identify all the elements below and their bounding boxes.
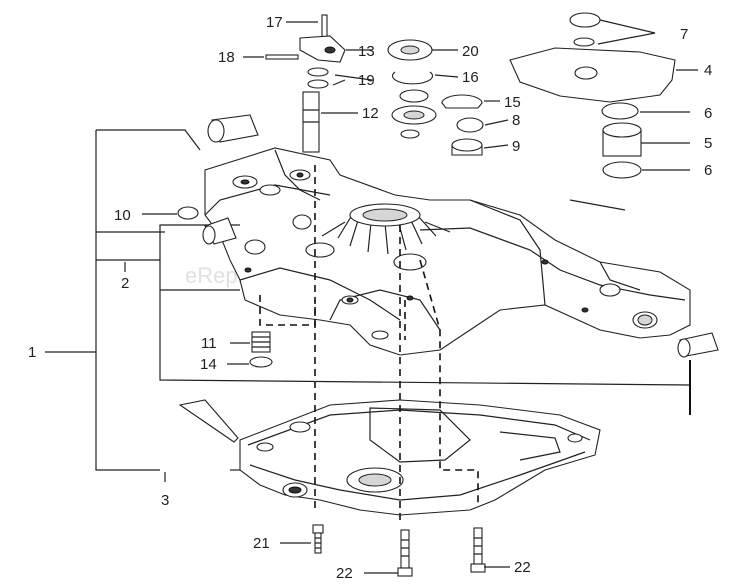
callout-3: 3 [161, 492, 169, 509]
callout-9: 9 [512, 138, 520, 155]
cap-plug [441, 94, 483, 109]
retaining-ring [391, 71, 434, 85]
callout-18: 18 [218, 49, 235, 66]
spacer [400, 129, 420, 139]
callout-15: 15 [504, 94, 521, 111]
callout-12: 12 [362, 105, 379, 122]
callout-21: 21 [253, 535, 270, 552]
callout-1: 1 [28, 344, 36, 361]
hose-clamp-top [601, 102, 639, 120]
leader-lines [142, 19, 698, 574]
callout-20: 20 [462, 43, 479, 60]
callout-4: 4 [704, 62, 712, 79]
callout-22-left: 22 [336, 565, 353, 582]
cap-gasket [573, 37, 595, 47]
washer-14 [249, 356, 273, 368]
callout-19: 19 [358, 72, 375, 89]
callout-7: 7 [680, 26, 688, 43]
bolt-22-right [470, 527, 486, 573]
seal [399, 89, 429, 103]
callout-8: 8 [512, 112, 520, 129]
spring-pin [265, 54, 299, 60]
upper-housing [204, 147, 691, 356]
callout-22-right: 22 [514, 559, 531, 576]
bolt-21 [312, 524, 324, 554]
callout-14: 14 [200, 356, 217, 373]
bracket-lines [45, 129, 691, 482]
bolt-22-left [397, 529, 413, 577]
callout-16: 16 [462, 69, 479, 86]
washer-top [307, 67, 329, 77]
callout-17: 17 [266, 14, 283, 31]
callout-10: 10 [114, 207, 131, 224]
dipstick [178, 399, 239, 443]
callout-11: 11 [201, 335, 217, 352]
hose-clamp-bottom [602, 161, 642, 179]
spring [251, 331, 271, 353]
cap-small [456, 117, 484, 133]
callout-5: 5 [704, 135, 712, 152]
assembly-guides [259, 165, 479, 520]
callout-6-top: 6 [704, 105, 712, 122]
callout-13: 13 [358, 43, 375, 60]
control-arm [299, 35, 346, 63]
callout-labels: 17 18 13 19 12 20 16 15 8 9 7 4 6 5 6 10… [28, 14, 712, 582]
seal-ring [177, 206, 199, 220]
reservoir-cap [569, 12, 601, 28]
callout-6-bottom: 6 [704, 162, 712, 179]
lower-housing [239, 399, 601, 516]
callout-2: 2 [121, 275, 129, 292]
washer-bottom [307, 79, 329, 89]
